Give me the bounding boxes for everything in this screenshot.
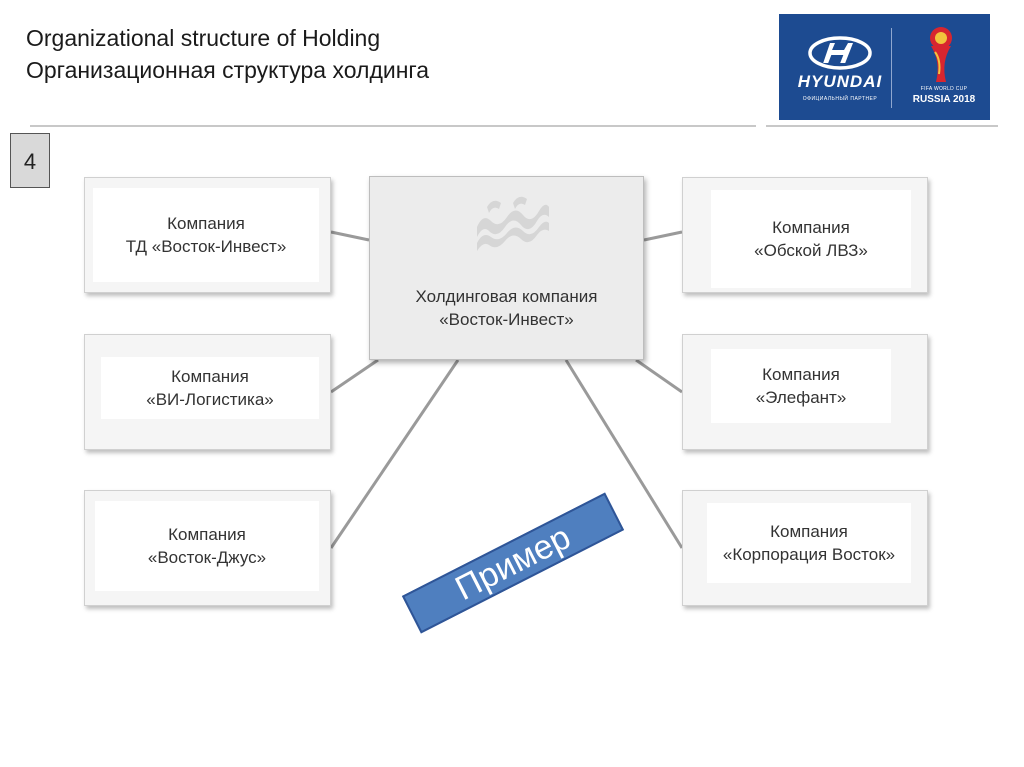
hyundai-partner-text: ОФИЦИАЛЬНЫЙ ПАРТНЕР [802, 96, 878, 102]
header-divider-right [766, 125, 998, 127]
company-name: ТД «Восток-Инвест» [125, 237, 287, 256]
holding-company-box: Холдинговая компания «Восток-Инвест» [369, 176, 644, 360]
header-divider [30, 125, 756, 127]
title-russian: Организационная структура холдинга [26, 57, 430, 83]
connector-vi-logistika [330, 358, 379, 394]
holding-company-name: «Восток-Инвест» [439, 310, 574, 329]
company-box-td-vostok-invest: Компания ТД «Восток-Инвест» [84, 177, 331, 293]
fifa-world-cup-text: FIFA WORLD CUP [920, 86, 968, 92]
company-label: Компания [167, 214, 245, 233]
company-box-elefant: Компания «Элефант» [682, 334, 928, 450]
logo-divider [891, 28, 892, 108]
slide-number: 4 [10, 133, 50, 188]
russia-2018-text: RUSSIA 2018 [912, 94, 976, 105]
company-box-vi-logistika: Компания «ВИ-Логистика» [84, 334, 331, 450]
company-label: Компания [168, 525, 246, 544]
connector-obskoy-lvz [643, 230, 683, 242]
company-name: «Обской ЛВЗ» [754, 241, 868, 260]
company-name: «Корпорация Восток» [722, 545, 896, 564]
holding-company-label: Холдинговая компания «Восток-Инвест» [370, 285, 643, 331]
company-label: Компания [762, 365, 840, 384]
company-box-vostok-dzhus: Компания «Восток-Джус» [84, 490, 331, 606]
connector-vostok-dzhus [329, 359, 460, 549]
wave-logo-icon [477, 196, 549, 251]
company-name: «Элефант» [755, 388, 847, 407]
company-label: Компания [171, 367, 249, 386]
hyundai-wordmark: HYUNDAI [797, 72, 883, 91]
sponsor-logo: HYUNDAI ОФИЦИАЛЬНЫЙ ПАРТНЕР FIFA WORLD C… [779, 14, 990, 120]
company-label: Компания [770, 522, 848, 541]
company-label: Компания [772, 218, 850, 237]
holding-company-type: Холдинговая компания [415, 287, 598, 306]
company-box-korporatsiya-vostok: Компания «Корпорация Восток» [682, 490, 928, 606]
connector-korporatsiya-vostok [564, 359, 684, 549]
company-name: «Восток-Джус» [147, 548, 267, 567]
title-english: Organizational structure of Holding [26, 25, 381, 51]
company-box-obskoy-lvz: Компания «Обской ЛВЗ» [682, 177, 928, 293]
connector-elefant [635, 358, 683, 394]
hyundai-emblem-icon [808, 36, 872, 70]
company-name: «ВИ-Логистика» [146, 390, 274, 409]
slide-title: Organizational structure of Holding Орга… [26, 22, 429, 86]
world-cup-emblem-icon [930, 27, 952, 82]
connector-td-vostok-invest [330, 230, 370, 242]
